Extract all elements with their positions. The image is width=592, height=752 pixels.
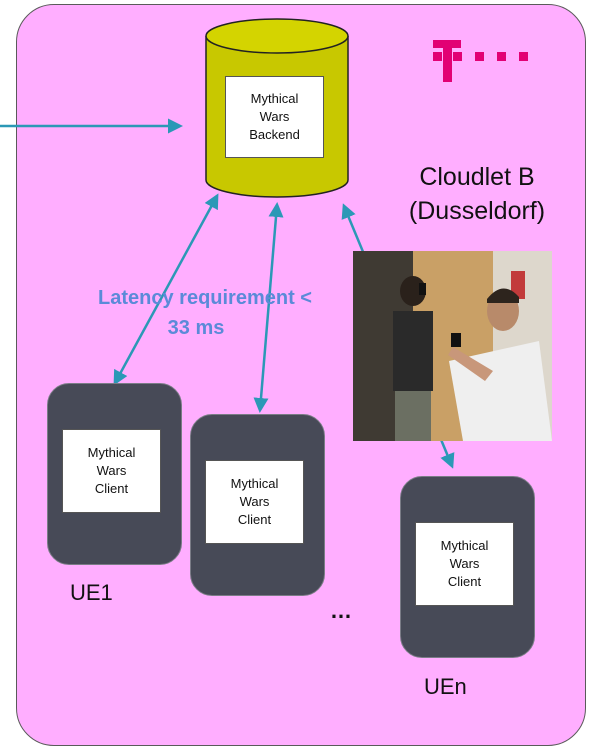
link-ue2-arrow (253, 202, 284, 413)
latency-requirement: Latency requirement < 33 ms (50, 283, 360, 343)
client-device-ue2: Mythical Wars Client (190, 414, 325, 596)
latency-line1: Latency requirement < (98, 287, 312, 309)
latency-line2: 33 ms (167, 317, 225, 339)
client-device-ue1: Mythical Wars Client (47, 383, 182, 565)
ellipsis-label: … (330, 598, 352, 623)
ue1-label: UE1 (70, 580, 113, 605)
client-box: Mythical Wars Client (62, 429, 161, 513)
telekom-logo (433, 40, 528, 82)
client-box: Mythical Wars Client (415, 522, 514, 606)
client-device-uen: Mythical Wars Client (400, 476, 535, 658)
cloudlet-label: Cloudlet B (Dusseldorf) (408, 163, 546, 225)
uen-label: UEn (424, 674, 467, 699)
link-ue1-arrow (113, 193, 219, 386)
client-box: Mythical Wars Client (205, 460, 304, 544)
backend-box: Mythical Wars Backend (225, 76, 324, 158)
people-photo (353, 251, 552, 441)
